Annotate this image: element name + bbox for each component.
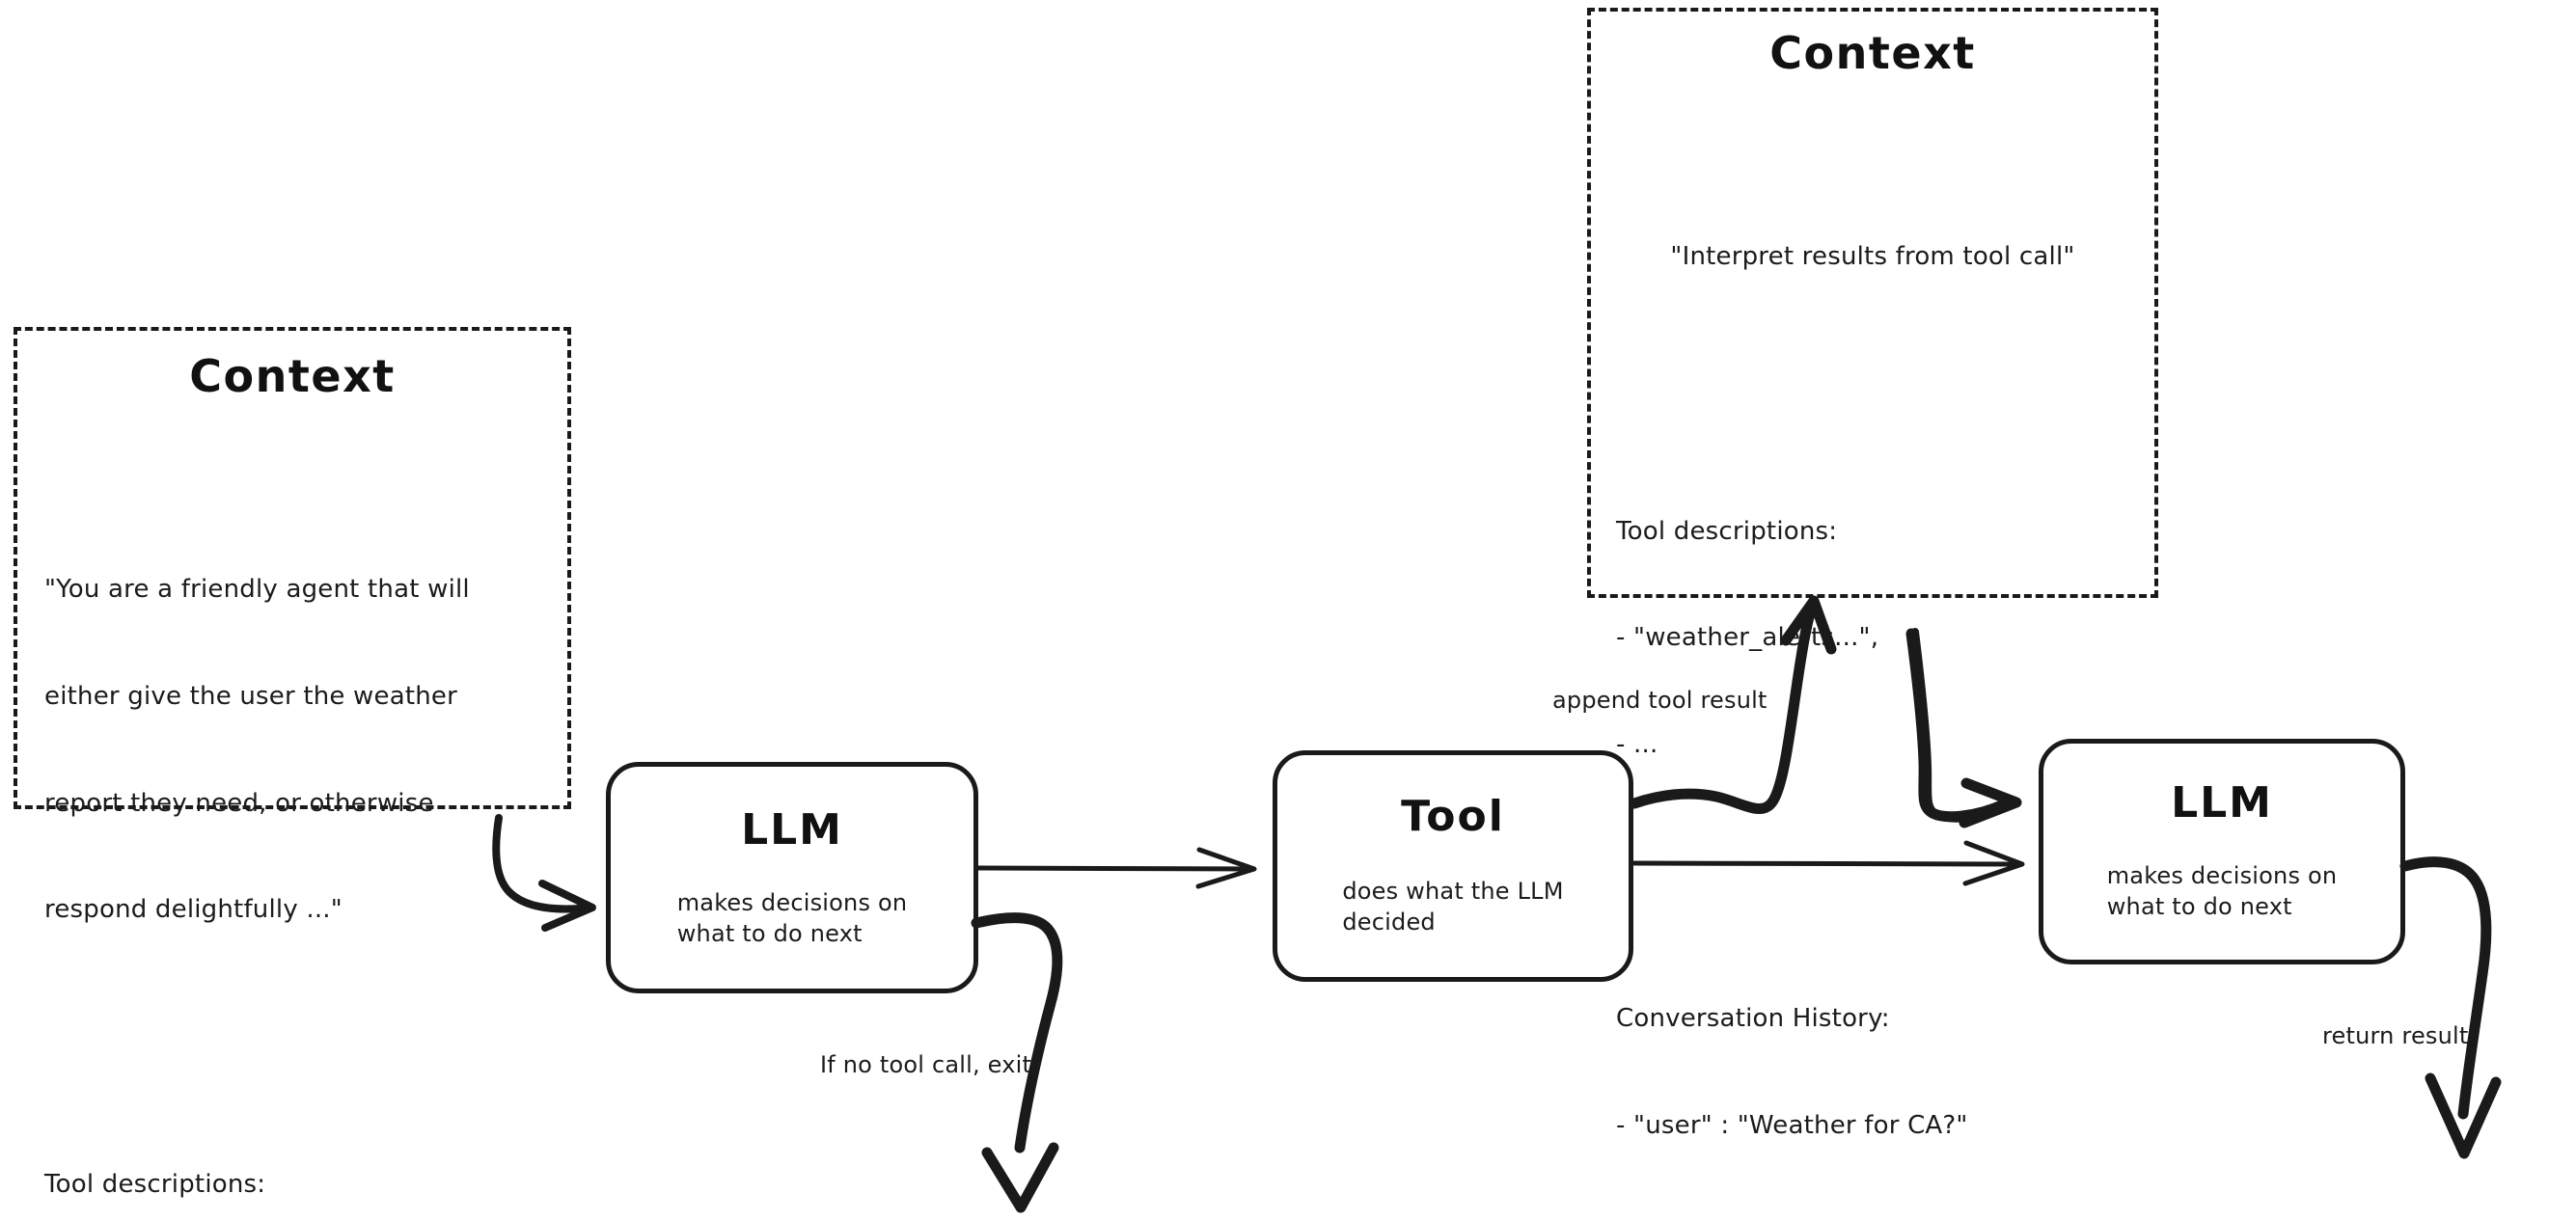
arrow-llm-second-return-result bbox=[2399, 856, 2502, 1159]
context-right-title: Context bbox=[1769, 27, 1976, 79]
edge-label-if-no-tool-call-exit: If no tool call, exit bbox=[820, 1051, 1032, 1078]
context-right-block-system-prompt: "Interpret results from tool call" bbox=[1616, 168, 2129, 346]
context-left-line: "You are a friendly agent that will bbox=[44, 575, 470, 605]
node-tool[interactable]: Tool does what the LLM decided bbox=[1273, 750, 1633, 982]
context-left-body: "You are a friendly agent that will eith… bbox=[44, 430, 540, 1221]
context-left-line: Tool descriptions: bbox=[44, 1169, 266, 1199]
context-box-right: Context "Interpret results from tool cal… bbox=[1587, 8, 2158, 1140]
node-llm-second[interactable]: LLM makes decisions on what to do next bbox=[2039, 739, 2405, 964]
edge-label-return-result: return result bbox=[2322, 1022, 2469, 1049]
node-llm-first[interactable]: LLM makes decisions on what to do next bbox=[606, 762, 978, 993]
context-box-left: Context "You are a friendly agent that w… bbox=[14, 327, 571, 1199]
node-llm-first-subtitle: makes decisions on what to do next bbox=[676, 889, 908, 948]
node-tool-title: Tool bbox=[1401, 792, 1505, 841]
node-llm-second-subtitle: makes decisions on what to do next bbox=[2106, 862, 2338, 921]
node-llm-first-title: LLM bbox=[741, 805, 843, 855]
context-right-line: Conversation History: bbox=[1616, 1004, 1890, 1034]
context-left-line: report they need, or otherwise bbox=[44, 788, 434, 818]
context-right-block-conversation-history: Conversation History: - "user" : "Weathe… bbox=[1616, 931, 2129, 1215]
context-left-title: Context bbox=[189, 350, 396, 402]
context-left-block-tool-descriptions: Tool descriptions: - "weather_alerts..."… bbox=[44, 1096, 540, 1221]
arrow-llm-first-to-tool bbox=[975, 847, 1257, 889]
context-right-line: - "user" : "Weather for CA?" bbox=[1616, 1111, 1968, 1141]
context-left-line: either give the user the weather bbox=[44, 681, 458, 711]
edge-label-append-tool-result: append tool result bbox=[1552, 687, 1768, 714]
node-tool-subtitle: does what the LLM decided bbox=[1342, 878, 1564, 936]
context-right-line: Tool descriptions: bbox=[1616, 516, 1838, 546]
context-right-line: "Interpret results from tool call" bbox=[1670, 242, 2075, 272]
context-right-body: "Interpret results from tool call" Tool … bbox=[1616, 97, 2129, 1221]
node-llm-second-title: LLM bbox=[2171, 778, 2273, 828]
context-left-line: respond delightfully ..." bbox=[44, 895, 343, 925]
context-left-block-system-prompt: "You are a friendly agent that will eith… bbox=[44, 501, 540, 999]
context-right-line: - "weather_alerts...", bbox=[1616, 623, 1879, 653]
